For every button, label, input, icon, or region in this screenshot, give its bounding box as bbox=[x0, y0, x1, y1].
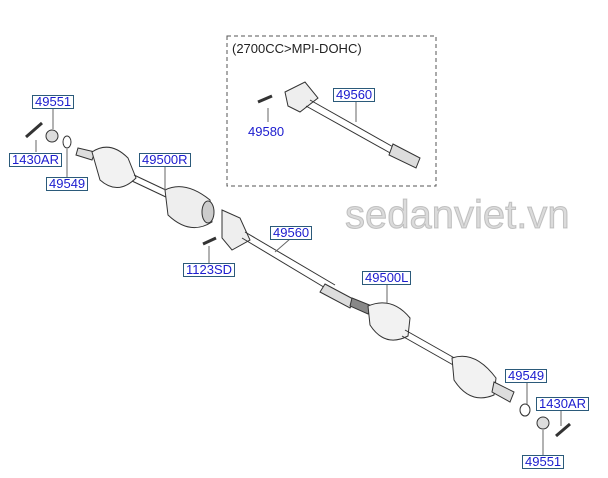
nut-right bbox=[45, 129, 59, 143]
variant-bolt bbox=[257, 94, 273, 104]
shaft-right-assembly bbox=[75, 146, 215, 229]
label-cotter-pin-right-side[interactable]: 1430AR bbox=[9, 153, 62, 167]
bolt-1123sd bbox=[202, 236, 217, 246]
washer-left bbox=[519, 403, 531, 417]
label-washer-right-side[interactable]: 49549 bbox=[46, 177, 89, 191]
washer-right bbox=[62, 135, 72, 149]
watermark: sedanviet.vn bbox=[345, 193, 571, 238]
label-inner-shaft[interactable]: 49560 bbox=[270, 226, 313, 240]
label-variant-shaft[interactable]: 49560 bbox=[333, 88, 376, 102]
inner-shaft bbox=[221, 209, 356, 309]
variant-box-title: (2700CC>MPI-DOHC) bbox=[232, 41, 362, 56]
variant-inner-shaft bbox=[284, 81, 421, 169]
label-shaft-right[interactable]: 49500R bbox=[139, 153, 191, 167]
nut-left bbox=[536, 416, 550, 430]
cotter-pin-right bbox=[25, 121, 43, 139]
label-washer-left-side[interactable]: 49549 bbox=[505, 369, 548, 383]
shaft-left-assembly bbox=[349, 297, 515, 403]
label-bolt[interactable]: 1123SD bbox=[183, 263, 236, 277]
variant-box-border bbox=[226, 35, 437, 187]
leader-lines bbox=[35, 101, 562, 455]
label-shaft-left[interactable]: 49500L bbox=[362, 271, 412, 285]
cotter-pin-left bbox=[555, 422, 571, 438]
label-nut-right-side[interactable]: 49551 bbox=[32, 95, 75, 109]
label-variant-bolt[interactable]: 49580 bbox=[248, 124, 285, 139]
label-nut-left-side[interactable]: 49551 bbox=[522, 455, 565, 469]
label-cotter-pin-left-side[interactable]: 1430AR bbox=[536, 397, 589, 411]
